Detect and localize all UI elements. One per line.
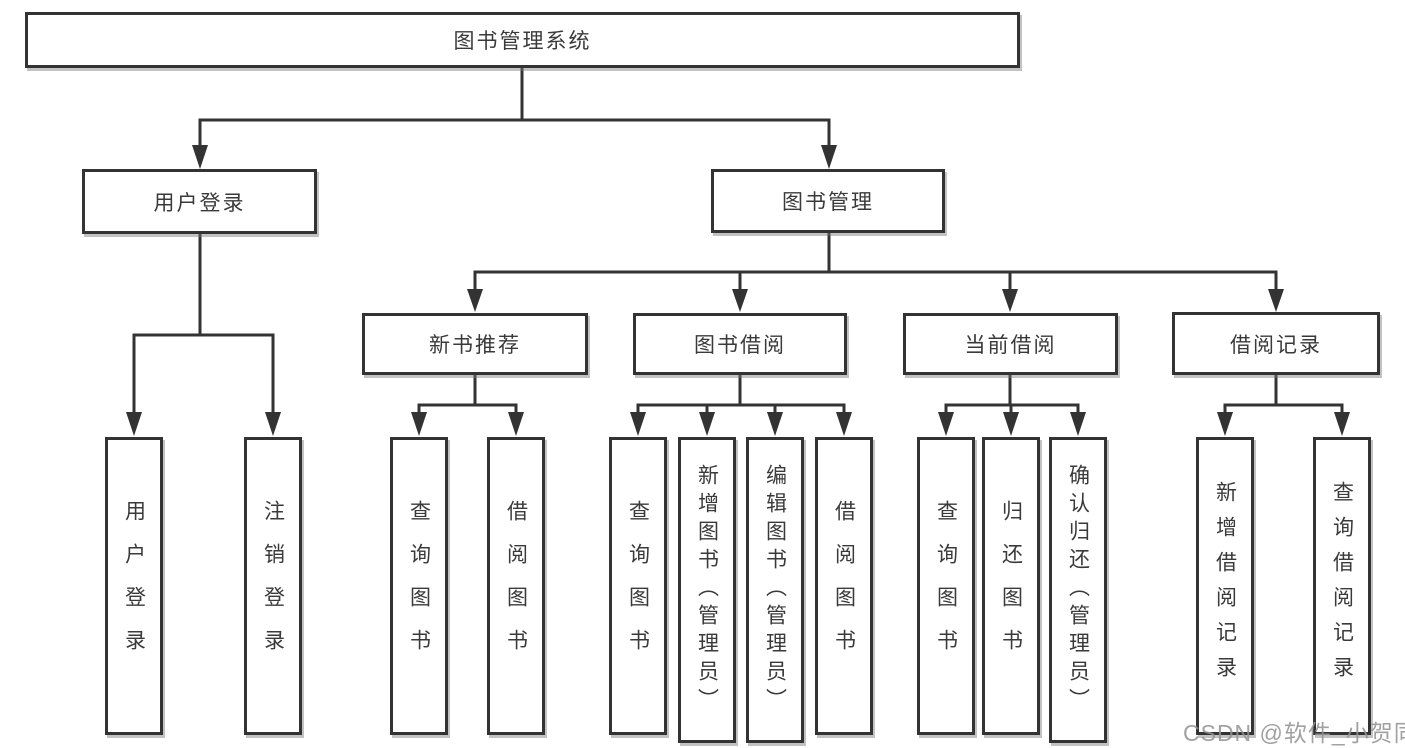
node-label: 查询图书 bbox=[407, 500, 431, 672]
node-user-login-leaf: 用户登录 bbox=[105, 437, 163, 735]
connector-user-login-children bbox=[126, 232, 281, 436]
arrow-head bbox=[630, 412, 646, 436]
arrow-head bbox=[1217, 412, 1233, 436]
node-label: 编辑图书（管理员） bbox=[763, 464, 787, 716]
arrow-head bbox=[192, 145, 208, 169]
node-label: 查询借阅记录 bbox=[1330, 481, 1354, 691]
node-label: 确认归还（管理员） bbox=[1066, 464, 1090, 716]
node-label: 查询图书 bbox=[626, 500, 650, 672]
arrow-head bbox=[938, 412, 954, 436]
arrow-head bbox=[836, 412, 852, 436]
node-label: 借阅记录 bbox=[1230, 333, 1322, 357]
node-cb-query-books: 查询图书 bbox=[917, 437, 975, 735]
node-current-borrow: 当前借阅 bbox=[903, 313, 1118, 375]
arrow-head bbox=[467, 289, 483, 312]
arrow-head bbox=[508, 412, 524, 436]
node-bb-add-books-admin: 新增图书（管理员） bbox=[678, 437, 736, 743]
connector-borrow-record-children bbox=[1217, 375, 1350, 436]
connector-new-book-children bbox=[411, 375, 524, 436]
arrow-head bbox=[821, 145, 837, 169]
node-bb-borrow-books: 借阅图书 bbox=[815, 437, 873, 735]
arrow-head bbox=[265, 412, 281, 436]
arrow-head bbox=[767, 412, 783, 436]
node-bb-query-books: 查询图书 bbox=[609, 437, 667, 735]
connector-book-mgmt-children bbox=[467, 232, 1284, 312]
node-label: 图书借阅 bbox=[694, 334, 786, 357]
csdn-watermark: CSDN @软件_小贺同学 bbox=[1183, 720, 1405, 746]
node-label: 注销登录 bbox=[261, 500, 285, 672]
node-label: 新书推荐 bbox=[429, 334, 521, 357]
node-label: 借阅图书 bbox=[832, 500, 856, 672]
arrow-head bbox=[1070, 412, 1086, 436]
node-label: 新增图书（管理员） bbox=[695, 464, 719, 716]
connector-current-borrow-children bbox=[938, 375, 1086, 436]
node-label: 图书管理 bbox=[782, 191, 874, 214]
connector-book-borrow-children bbox=[630, 375, 852, 436]
node-bb-edit-books-admin: 编辑图书（管理员） bbox=[746, 437, 804, 743]
arrow-head bbox=[699, 412, 715, 436]
node-borrow-records: 借阅记录 bbox=[1172, 312, 1380, 375]
arrow-head bbox=[1002, 289, 1018, 312]
node-new-book-recommend: 新书推荐 bbox=[362, 313, 588, 375]
node-label: 用户登录 bbox=[153, 191, 246, 215]
node-cb-confirm-return-admin: 确认归还（管理员） bbox=[1049, 437, 1107, 743]
connector-root-to-level2 bbox=[192, 68, 837, 169]
node-br-query-record: 查询借阅记录 bbox=[1313, 437, 1371, 735]
node-br-add-record: 新增借阅记录 bbox=[1196, 437, 1254, 735]
arrow-head bbox=[411, 412, 427, 436]
node-label: 归还图书 bbox=[999, 500, 1023, 672]
arrow-head bbox=[732, 289, 748, 312]
node-nbr-query-books: 查询图书 bbox=[390, 437, 448, 735]
node-cb-return-books: 归还图书 bbox=[982, 437, 1040, 735]
node-user-login-module: 用户登录 bbox=[82, 169, 317, 234]
node-label: 借阅图书 bbox=[504, 500, 528, 672]
arrow-head bbox=[1334, 412, 1350, 436]
node-label: 图书管理系统 bbox=[453, 30, 592, 53]
node-label: 新增借阅记录 bbox=[1213, 481, 1237, 691]
node-root: 图书管理系统 bbox=[25, 12, 1020, 68]
node-logout-leaf: 注销登录 bbox=[244, 437, 302, 735]
arrow-head bbox=[1003, 412, 1019, 436]
node-nbr-borrow-books: 借阅图书 bbox=[487, 437, 545, 735]
node-book-management-module: 图书管理 bbox=[711, 169, 945, 233]
node-label: 查询图书 bbox=[934, 500, 958, 672]
node-label: 当前借阅 bbox=[964, 334, 1057, 357]
arrow-head bbox=[126, 412, 142, 436]
node-label: 用户登录 bbox=[122, 500, 146, 672]
arrow-head bbox=[1268, 289, 1284, 312]
node-book-borrow: 图书借阅 bbox=[633, 313, 847, 375]
